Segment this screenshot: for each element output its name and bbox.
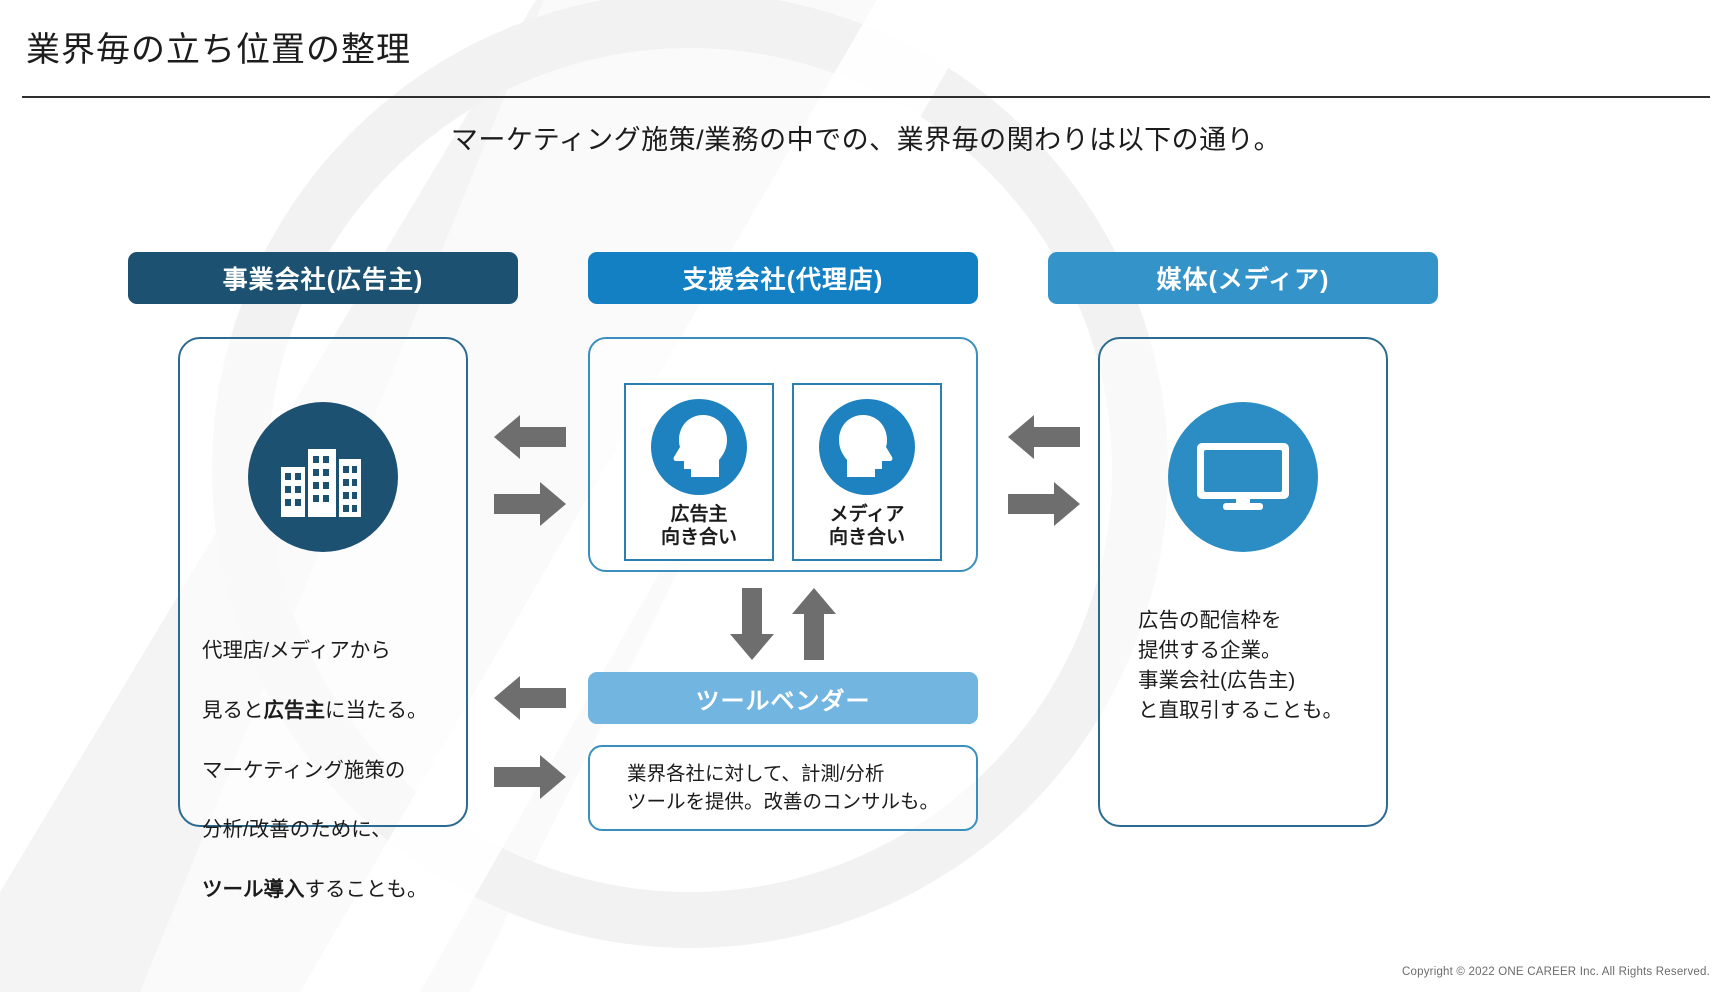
head-profile-right-icon [819,399,915,495]
copyright-notice: Copyright © 2022 ONE CAREER Inc. All Rig… [1402,966,1710,978]
advertiser-line-1: 代理店/メディアから [202,638,391,662]
column-header-agency: 支援会社(代理店) [588,252,978,304]
advertiser-line-4: 分析/改善のために、 [202,818,392,842]
advertiser-line-2-bold: 広告主 [263,698,326,722]
toolvendor-header: ツールベンダー [588,672,978,724]
arrow-agency-to-media [1008,482,1080,526]
agency-subbox-media-facing: メディア 向き合い [792,383,942,561]
page-title: 業界毎の立ち位置の整理 [26,31,411,69]
column-header-media: 媒体(メディア) [1048,252,1438,304]
arrow-advertiser-to-toolvendor [494,755,566,799]
advertiser-line-5-bold: ツール導入 [202,878,305,902]
page-subtitle: マーケティング施策/業務の中での、業界毎の関わりは以下の通り。 [450,125,1282,155]
advertiser-line-2-pre: 見ると [202,698,264,722]
agency-subbox-advertiser-label: 広告主 向き合い [660,504,737,549]
column-header-advertiser: 事業会社(広告主) [128,252,518,304]
media-description: 広告の配信枠を 提供する企業。 事業会社(広告主) と直取引することも。 [1138,609,1343,722]
arrow-agency-to-advertiser [494,415,566,459]
arrow-media-to-agency [1008,415,1080,459]
head-profile-left-icon [651,399,747,495]
advertiser-line-2-post: に当たる。 [325,698,428,722]
arrow-advertiser-to-agency [494,482,566,526]
agency-subbox-media-label: メディア 向き合い [828,504,905,549]
advertiser-description: 代理店/メディアから 見ると広告主に当たる。 マーケティング施策の 分析/改善の… [202,606,462,905]
agency-subbox-advertiser-facing: 広告主 向き合い [624,383,774,561]
arrow-toolvendor-to-agency [792,588,836,660]
title-divider [22,96,1710,98]
arrow-toolvendor-to-advertiser [494,676,566,720]
advertiser-line-3: マーケティング施策の [202,758,406,782]
arrow-agency-to-toolvendor [730,588,774,660]
advertiser-line-5-post: することも。 [304,878,428,902]
building-icon [248,402,398,552]
monitor-icon [1168,402,1318,552]
toolvendor-description: 業界各社に対して、計測/分析 ツールを提供。改善のコンサルも。 [588,745,978,831]
